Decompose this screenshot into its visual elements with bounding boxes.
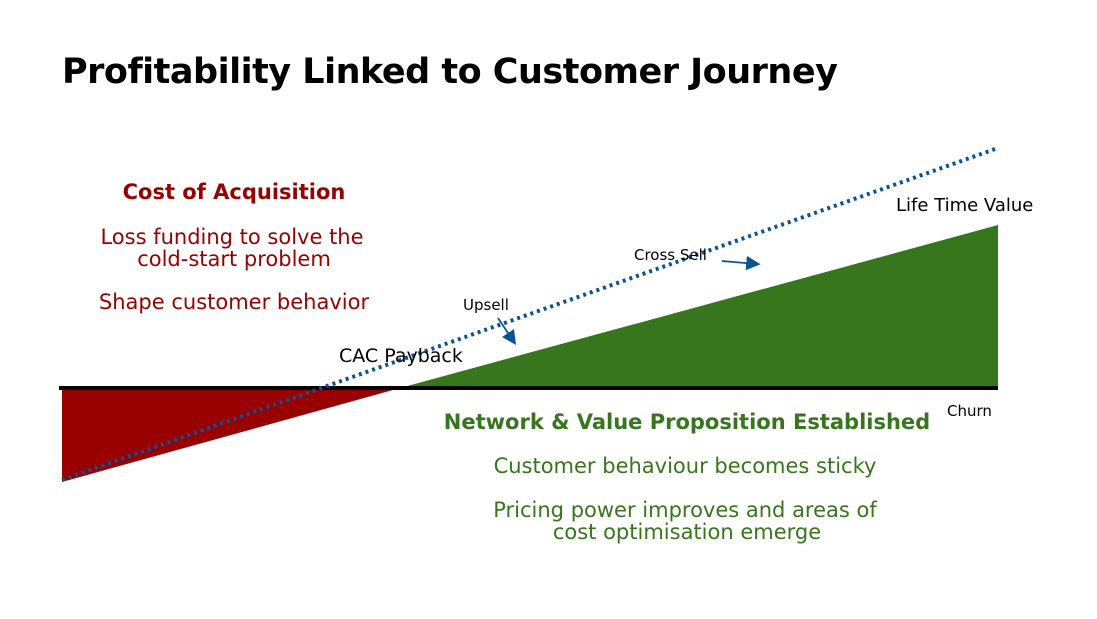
left-text-line1: Loss funding to solve the bbox=[100, 225, 364, 249]
right-text-line2: Pricing power improves and areas of bbox=[493, 498, 877, 522]
cross-sell-label: Cross Sell bbox=[634, 246, 707, 264]
page-title: Profitability Linked to Customer Journey bbox=[62, 52, 838, 92]
network-value-heading: Network & Value Proposition Established bbox=[443, 410, 931, 434]
ltv-label: Life Time Value bbox=[896, 195, 1034, 216]
churn-label: Churn bbox=[947, 402, 992, 420]
upsell-arrow bbox=[497, 317, 516, 345]
ltv-dotted-line bbox=[61, 146, 999, 482]
cac-payback-label: CAC Payback bbox=[339, 345, 463, 367]
cross-sell-arrow bbox=[721, 255, 761, 271]
right-text-line3: cost optimisation emerge bbox=[552, 520, 822, 544]
loss-area bbox=[62, 388, 400, 482]
upsell-label: Upsell bbox=[463, 296, 509, 314]
left-text-line2: cold-start problem bbox=[137, 247, 331, 271]
left-text-line3: Shape customer behavior bbox=[98, 290, 370, 314]
right-text-line1: Customer behaviour becomes sticky bbox=[493, 454, 877, 478]
cost-of-acquisition-heading: Cost of Acquisition bbox=[122, 180, 346, 204]
profit-area bbox=[400, 225, 998, 388]
